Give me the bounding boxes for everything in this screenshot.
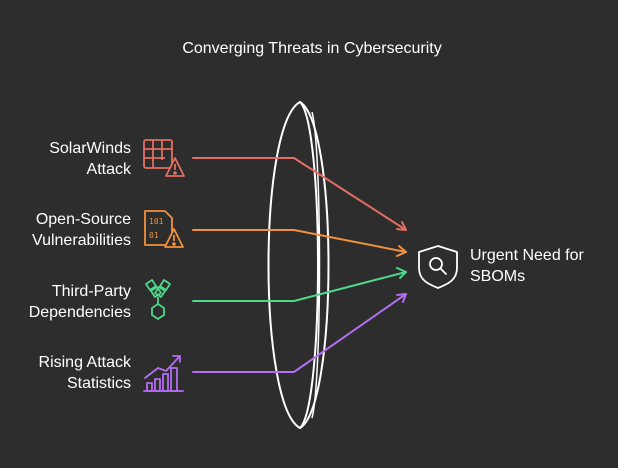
input-label-line1: SolarWinds (49, 140, 131, 157)
bar-chart-trend-icon (143, 355, 184, 392)
input-label-line2: Attack (86, 161, 131, 178)
diagram-title: Converging Threats in Cybersecurity (182, 40, 442, 57)
spreadsheet-warning-icon (143, 139, 185, 177)
input-label-line1: Rising Attack (38, 354, 131, 371)
output-label-line2: SBOMs (470, 268, 526, 285)
input-label-line1: Third-Party (51, 283, 131, 300)
svg-text:01: 01 (149, 231, 159, 240)
input-label-solarwinds: SolarWinds Attack (49, 138, 131, 180)
input-label-open-source: Open-Source Vulnerabilities (32, 209, 131, 251)
output-label-line1: Urgent Need for (470, 247, 584, 264)
lens (267, 100, 330, 430)
connector-third-party (192, 267, 407, 302)
output-label: Urgent Need for SBOMs (470, 245, 584, 287)
lens-back-rim (299, 101, 330, 429)
binary-file-warning-icon: 101 01 (144, 210, 184, 248)
input-label-line1: Open-Source (35, 211, 131, 228)
connector-solarwinds (192, 157, 407, 231)
input-label-line2: Statistics (66, 375, 131, 392)
input-label-third-party: Third-Party Dependencies (29, 281, 131, 323)
input-label-rising-attack: Rising Attack Statistics (39, 352, 131, 394)
lens-body (267, 100, 319, 430)
lens-highlight (311, 111, 321, 419)
connector-rising-attack (192, 293, 407, 373)
connector-open-source (192, 229, 407, 257)
svg-text:101: 101 (149, 217, 164, 226)
input-label-line2: Vulnerabilities (31, 232, 131, 249)
magnify-shield-icon (418, 245, 458, 289)
connectors (192, 157, 407, 373)
input-label-line2: Dependencies (28, 304, 131, 321)
chain-link-icon (145, 279, 171, 320)
